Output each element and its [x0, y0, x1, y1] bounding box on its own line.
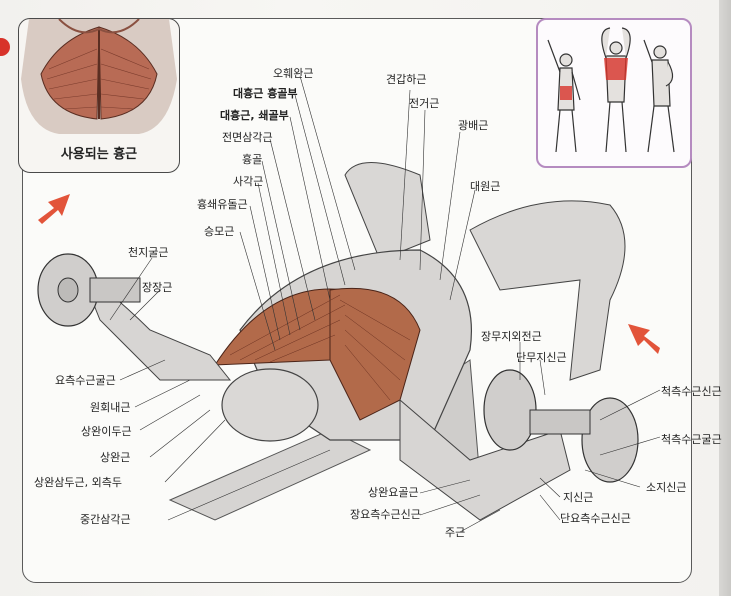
- label-extensor-digitorum: 지신근: [563, 491, 594, 504]
- inset-caption: 사용되는 흉근: [60, 147, 138, 162]
- label-extensor-carpi-radialis-brevis: 단요측수근신근: [560, 512, 631, 525]
- label-brachialis: 상완근: [100, 451, 131, 464]
- label-serratus-anterior: 전거근: [409, 97, 440, 110]
- label-pec-major-sternal: 대흉근 흉골부: [233, 87, 298, 100]
- chapter-tab-marker: [0, 38, 10, 56]
- label-flexor-digitorum-superficialis: 천지굴근: [128, 246, 169, 259]
- label-pronator-teres: 원회내근: [90, 401, 131, 414]
- inset-chest-muscles: 사용되는 흉근: [18, 18, 180, 173]
- label-brachioradialis: 상완요골근: [368, 486, 419, 499]
- label-extensor-carpi-radialis-longus: 장요측수근신근: [350, 508, 421, 521]
- label-sternum: 흉골: [242, 153, 263, 166]
- label-extensor-carpi-ulnaris: 척측수근신근: [661, 385, 722, 398]
- label-biceps-brachii: 상완이두근: [81, 425, 132, 438]
- label-middle-deltoid: 중간삼각근: [80, 513, 131, 526]
- page-spine-shadow: [719, 0, 731, 596]
- label-palmaris-longus: 장장근: [142, 281, 173, 294]
- label-flexor-carpi-radialis: 요측수근굴근: [55, 374, 116, 387]
- label-extensor-pollicis-brevis: 단무지신근: [516, 351, 567, 364]
- label-anconeus: 주근: [445, 526, 466, 539]
- label-flexor-carpi-ulnaris: 척측수근굴근: [661, 433, 722, 446]
- label-scalenes: 사각근: [233, 175, 264, 188]
- label-triceps-lateral-head: 상완삼두근, 외측두: [34, 476, 122, 489]
- exercise-pose-sequence: [536, 18, 692, 168]
- up-arrow-icon: [38, 194, 70, 224]
- label-abductor-pollicis-longus: 장무지외전근: [481, 330, 542, 343]
- up-arrow-icon-right: [628, 324, 660, 354]
- label-pec-major-clavicular: 대흉근, 쇄골부: [220, 109, 289, 122]
- label-coracobrachialis: 오훼완근: [273, 67, 314, 80]
- label-sternocleidomastoid: 흉쇄유돌근: [197, 198, 248, 211]
- pose-figures: [547, 27, 675, 153]
- chest-muscle-illustration: [21, 19, 177, 134]
- label-anterior-deltoid: 전면삼각근: [222, 131, 273, 144]
- label-teres-major: 대원근: [470, 180, 501, 193]
- label-subscapularis: 견갑하근: [386, 73, 427, 86]
- label-extensor-digiti-minimi: 소지신근: [646, 481, 687, 494]
- label-latissimus-dorsi: 광배근: [458, 119, 489, 132]
- label-trapezius: 승모근: [204, 225, 235, 238]
